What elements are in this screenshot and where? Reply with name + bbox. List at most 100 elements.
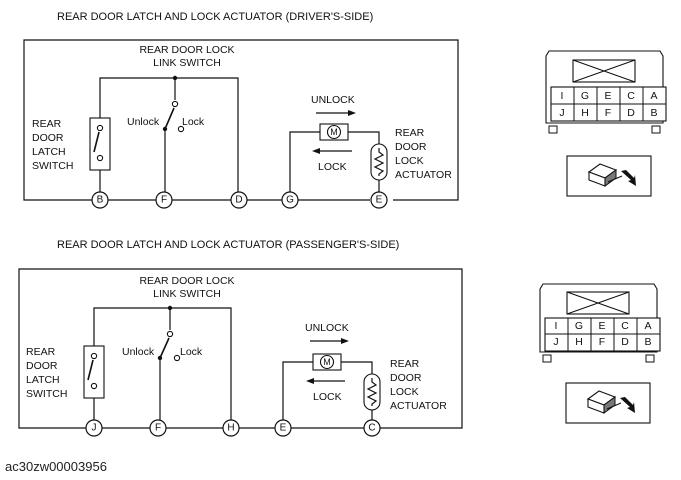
terminal-label: C: [621, 320, 629, 332]
latch-switch-label: SWITCH: [26, 388, 67, 400]
terminal-label: F: [599, 336, 605, 348]
pin-e: E: [370, 191, 388, 209]
svg-text:C: C: [368, 423, 375, 434]
actuator-wire: [282, 361, 313, 420]
junction-dot: [172, 75, 178, 81]
switch-contact: [177, 125, 185, 133]
connector-face: I G E C A J H F D B: [545, 50, 667, 134]
terminal-label: I: [555, 320, 558, 332]
switch-contact: [162, 126, 168, 132]
switch-contact: [166, 330, 174, 338]
lock-label: Lock: [180, 346, 203, 358]
connector-face: I G E C A J H F D B: [539, 283, 661, 363]
svg-text:H: H: [227, 423, 234, 434]
latch-switch-box: [83, 345, 105, 399]
diagram-title: REAR DOOR LATCH AND LOCK ACTUATOR (DRIVE…: [57, 11, 373, 23]
latch-switch-label: LATCH: [26, 374, 60, 386]
unlock-label: Unlock: [122, 346, 155, 358]
link-switch-label: LINK SWITCH: [153, 288, 221, 300]
link-switch-wire: [93, 307, 232, 420]
switch-contact: [90, 352, 98, 360]
driver-side-diagram: REAR DOOR LATCH AND LOCK ACTUATOR (DRIVE…: [23, 11, 667, 209]
actuator-label: REAR: [390, 358, 420, 370]
terminal-label: H: [581, 107, 589, 119]
terminal-label: J: [553, 336, 558, 348]
svg-text:E: E: [376, 195, 383, 206]
actuator-label: LOCK: [395, 155, 424, 167]
svg-text:G: G: [286, 195, 294, 206]
switch-blade: [164, 107, 175, 130]
unlock-direction-label: UNLOCK: [311, 94, 355, 106]
actuator-label: ACTUATOR: [390, 400, 447, 412]
terminal-label: J: [559, 107, 564, 119]
outer-frame: [23, 39, 459, 201]
latch-switch-label: REAR: [26, 346, 56, 358]
motor-symbol: M: [323, 357, 331, 367]
svg-text:F: F: [155, 423, 161, 434]
pin-d: D: [230, 191, 248, 209]
switch-blade: [87, 359, 94, 381]
switch-contact: [96, 154, 104, 162]
coil-resistor: [373, 148, 385, 176]
lock-direction-label: LOCK: [313, 391, 342, 403]
terminal-label: G: [581, 90, 589, 102]
latch-switch-label: LATCH: [32, 146, 66, 158]
latch-switch-label: DOOR: [26, 360, 58, 372]
link-switch-label: REAR DOOR LOCK: [139, 275, 234, 287]
actuator-label: ACTUATOR: [395, 169, 452, 181]
pin-f: F: [155, 191, 173, 209]
svg-text:E: E: [280, 423, 287, 434]
terminal-label: C: [627, 90, 635, 102]
svg-text:F: F: [161, 195, 167, 206]
passenger-side-diagram: REAR DOOR LATCH AND LOCK ACTUATOR (PASSE…: [18, 239, 661, 437]
latch-switch-box: [89, 117, 111, 171]
coil-resistor: [366, 378, 378, 406]
pin-c: C: [363, 419, 381, 437]
arrow-head: [341, 338, 349, 344]
latch-switch-label: SWITCH: [32, 160, 73, 172]
motor-icon: [319, 354, 335, 370]
pin-g: G: [281, 191, 299, 209]
connector-view-icon: [565, 382, 651, 424]
arrow-head: [312, 148, 320, 154]
switch-contact: [96, 124, 104, 132]
terminal-label: A: [650, 90, 657, 102]
unlock-direction-label: UNLOCK: [305, 322, 349, 334]
terminal-label: B: [650, 107, 657, 119]
terminal-label: D: [627, 107, 635, 119]
actuator-label: LOCK: [390, 386, 419, 398]
switch-contact: [90, 382, 98, 390]
actuator-label: REAR: [395, 127, 425, 139]
terminal-label: E: [604, 90, 611, 102]
switch-contact: [173, 354, 181, 362]
link-switch-label: REAR DOOR LOCK: [139, 44, 234, 56]
latch-switch-label: DOOR: [32, 132, 64, 144]
terminal-label: F: [605, 107, 611, 119]
svg-text:B: B: [97, 195, 104, 206]
actuator-wire: [289, 131, 320, 192]
svg-text:D: D: [235, 195, 242, 206]
pin-f: F: [149, 419, 167, 437]
terminal-label: D: [621, 336, 629, 348]
switch-contact: [171, 100, 179, 108]
terminal-label: B: [644, 336, 651, 348]
figure-code: ac30zw00003956: [5, 459, 107, 474]
actuator-label: DOOR: [395, 141, 427, 153]
actuator-wire: [341, 361, 373, 374]
switch-blade: [159, 337, 170, 359]
terminal-label: E: [598, 320, 605, 332]
insert-arrow-icon: [621, 170, 636, 186]
pin-h: H: [222, 419, 240, 437]
insert-arrow-icon: [620, 397, 635, 413]
switch-blade: [93, 131, 100, 153]
arrow-head: [306, 378, 314, 384]
diagram-title: REAR DOOR LATCH AND LOCK ACTUATOR (PASSE…: [57, 239, 399, 251]
link-switch-label: LINK SWITCH: [153, 57, 221, 69]
actuator-wire: [348, 131, 380, 144]
link-switch-wire: [99, 77, 239, 192]
pin-e: E: [274, 419, 292, 437]
pin-j: J: [85, 419, 103, 437]
lock-label: Lock: [182, 116, 205, 128]
junction-dot: [167, 305, 173, 311]
terminal-label: I: [561, 90, 564, 102]
